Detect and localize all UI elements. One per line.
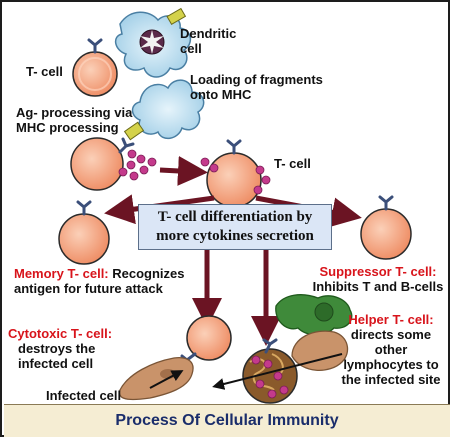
arrow-to-center-cell	[159, 155, 208, 186]
suppressor-t-cell-description: Suppressor T- cell: Inhibits T and B-cel…	[308, 264, 448, 294]
suppressor-t-cell-desc: Inhibits T and B-cells	[312, 279, 444, 294]
loading-fragments-label: Loading of fragments onto MHC	[190, 72, 323, 102]
footer-title: Process Of Cellular Immunity	[4, 404, 450, 437]
cytotoxic-t-cell	[180, 315, 232, 369]
antigen-cluster-left	[118, 149, 157, 181]
t-cell-top-left	[72, 38, 118, 97]
helper-green-lymphocyte	[275, 294, 353, 336]
helper-tan-cell	[291, 330, 349, 372]
suppressor-t-cell	[360, 195, 412, 260]
helper-t-cell-description: Helper T- cell: directs some other lymph…	[332, 312, 450, 387]
t-cell-center	[206, 139, 262, 208]
memory-t-cell-description: Memory T- cell: Recognizes antigen for f…	[14, 266, 214, 296]
dendritic-cell-middle	[123, 79, 205, 141]
infected-cell-label: Infected cell	[46, 388, 122, 403]
arrow-infected-cell	[149, 370, 184, 389]
helper-t-cell-desc: directs some other lymphocytes to the in…	[341, 327, 441, 387]
suppressor-t-cell-title: Suppressor T- cell:	[319, 264, 437, 279]
memory-t-cell-desc2: antigen for future attack	[14, 281, 163, 296]
t-cell-antigen-processing	[70, 137, 135, 191]
t-cell-center-label: T- cell	[274, 156, 311, 171]
differentiation-box: T- cell differentiation by more cytokine…	[138, 204, 332, 250]
antigen-cluster-helper	[251, 355, 289, 399]
memory-t-cell	[58, 200, 110, 265]
cytotoxic-t-cell-desc: destroys the infected cell	[18, 341, 96, 371]
memory-t-cell-title: Memory T- cell:	[14, 266, 109, 281]
cytotoxic-t-cell-description: Cytotoxic T- cell: destroys the infected…	[8, 326, 158, 371]
cytotoxic-t-cell-title: Cytotoxic T- cell:	[8, 326, 113, 341]
dendritic-cell-label: Dendritic cell	[180, 26, 237, 56]
t-cell-top-label: T- cell	[26, 64, 63, 79]
arrow-helper-to-infected	[212, 353, 343, 390]
memory-t-cell-desc: Recognizes	[112, 266, 185, 281]
differentiation-text: T- cell differentiation by more cytokine…	[156, 209, 314, 244]
dendritic-cell-top	[114, 7, 192, 78]
ag-processing-label: Ag- processing via MHC processing	[16, 105, 133, 135]
helper-t-cell-title: Helper T- cell:	[348, 312, 434, 327]
antigen-cluster-center	[200, 157, 271, 195]
